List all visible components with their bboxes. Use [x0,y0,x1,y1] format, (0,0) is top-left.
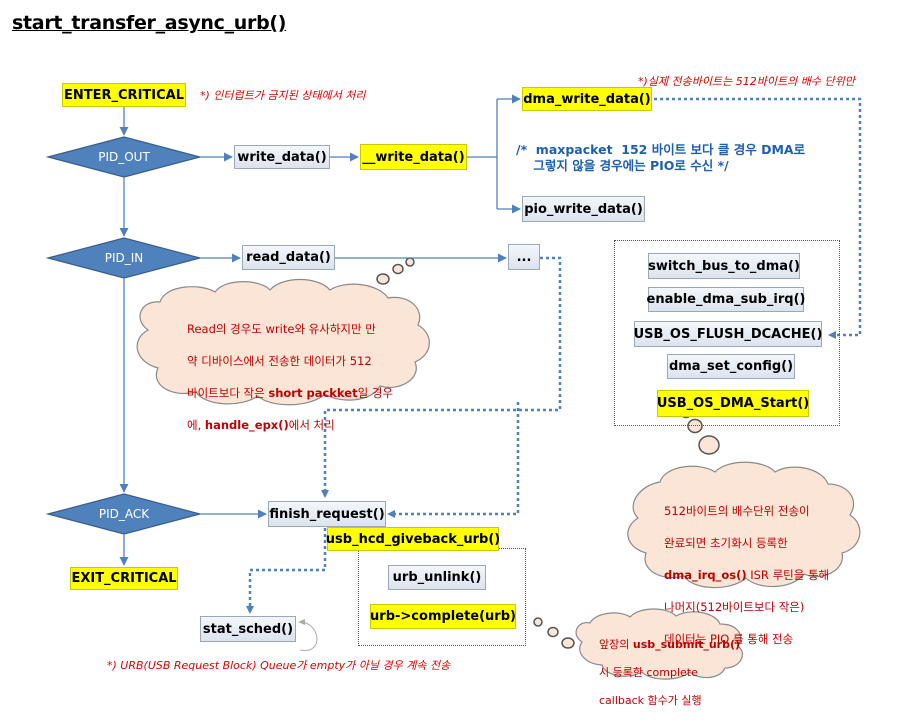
dma-set-config-box: dma_set_config() [667,354,795,379]
pid-ack-label: PID_ACK [98,507,150,521]
read-data-box: read_data() [242,245,335,270]
dma-cloud-text: 512바이트의 배수단위 전송이 완료되면 초기화시 등록한 dma_irq_o… [664,487,829,663]
switch-bus-to-dma-box: switch_bus_to_dma() [648,253,800,279]
submit-cloud-line2: 시 등록한 complete [599,666,698,679]
__write-data-box: __write_data() [360,144,467,170]
dma-cloud-line4: 나머지(512바이트보다 작은) [664,600,805,614]
urb-complete-box: urb->complete(urb) [370,604,516,629]
submit-cloud-line1: 앞장의 usb_submit_urb() [599,638,741,651]
enable-dma-sub-irq-box: enable_dma_sub_irq() [647,287,805,312]
finish-request-box: finish_request() [268,501,386,527]
submit-cloud-text: 앞장의 usb_submit_urb() 시 등록한 complete call… [599,624,740,722]
dma-cloud-line2: 완료되면 초기화시 등록한 [664,536,788,550]
read-cloud-line1: Read의 경우도 write와 유사하지만 만 [187,322,376,336]
pid-out-label: PID_OUT [98,150,150,164]
dma-cloud-line3: dma_irq_os() ISR 루틴을 통해 [664,568,830,582]
maxpacket-note-line2: 그렇지 않을 경우에는 PIO로 수신 */ [516,158,729,173]
urb-unlink-box: urb_unlink() [388,565,486,590]
pio-write-data-box: pio_write_data() [522,196,645,222]
read-cloud-line2: 약 디바이스에서 전송한 데이터가 512 [187,354,372,368]
submit-cloud-line3: callback 함수가 실행 [599,694,702,707]
ellipsis-box: ... [508,244,540,270]
enter-critical-box: ENTER_CRITICAL [62,83,186,107]
dma-cloud-line1: 512바이트의 배수단위 전송이 [664,504,810,518]
submit-cloud-shape [533,608,743,680]
usb-hcd-giveback-urb-box: usb_hcd_giveback_urb() [326,527,500,551]
usb-os-dma-start-box: USB_OS_DMA_Start() [657,390,809,417]
queue-note: *) URB(USB Request Block) Queue가 empty가 … [107,659,451,672]
read-cloud-line3: 바이트보다 작은 short packket일 경우 [187,386,393,400]
write-data-box: write_data() [234,145,330,169]
interrupt-note: *) 인터럽트가 금지된 상태에서 처리 [200,89,366,102]
page-title: start_transfer_async_urb() [12,12,287,34]
dma-write-data-box: dma_write_data() [522,87,652,111]
flow-connectors [45,94,862,680]
usb-os-flush-dcache-box: USB_OS_FLUSH_DCACHE() [634,321,822,347]
dma-group-frame [614,240,840,426]
bytes-note: *)실제 전송바이트는 512바이트의 배수 단위만 [638,75,855,88]
giveback-group-frame [358,548,526,646]
pid-in-label: PID_IN [104,251,144,265]
dma-cloud-line5: 데이터는 PIO 를 통해 전송 [664,632,794,646]
stat-sched-box: stat_sched() [200,616,296,642]
exit-critical-box: EXIT_CRITICAL [70,567,178,590]
maxpacket-note-line1: /* maxpacket 152 바이트 보다 클 경우 DMA로 [516,142,806,157]
read-cloud-line4: 에, handle_epx()에서 처리 [187,418,335,432]
read-cloud-text: Read의 경우도 write와 유사하지만 만 약 디바이스에서 전송한 데이… [187,305,393,449]
read-cloud-shape [136,257,430,406]
